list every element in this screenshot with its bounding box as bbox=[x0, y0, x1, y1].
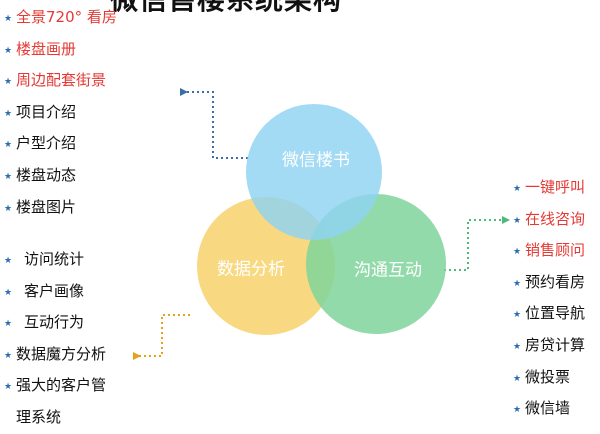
list-item-label: 位置导航 bbox=[525, 304, 586, 323]
list-item-label: 周边配套街景 bbox=[16, 71, 107, 90]
list-item-label: 预约看房 bbox=[525, 272, 586, 291]
list-item-label: 微投票 bbox=[525, 367, 571, 386]
circle-label-analysis: 数据分析 bbox=[217, 259, 285, 280]
star-bullet-icon: ★ bbox=[513, 215, 522, 226]
feature-list-wechat-brochure: ★全景720° 看房 ★楼盘画册 ★周边配套街景 ★项目介绍 ★户型介绍 ★楼盘… bbox=[4, 2, 117, 223]
list-item: ★数据魔方分析 bbox=[4, 339, 106, 371]
list-item: ★位置导航 bbox=[513, 298, 585, 330]
list-item-label: 楼盘动态 bbox=[16, 165, 77, 184]
list-item: ★楼盘图片 bbox=[4, 192, 117, 224]
list-item: ★周边配套街景 bbox=[4, 65, 117, 97]
list-item: 理系统 bbox=[4, 402, 106, 434]
list-item-label: 理系统 bbox=[16, 407, 62, 426]
star-bullet-icon: ★ bbox=[4, 287, 13, 298]
star-bullet-icon: ★ bbox=[513, 341, 522, 352]
list-item-label: 数据魔方分析 bbox=[16, 344, 107, 363]
list-item: ★全景720° 看房 bbox=[4, 2, 117, 34]
list-item: ★房贷计算 bbox=[513, 330, 585, 362]
list-item-label: 微信墙 bbox=[525, 399, 571, 418]
list-item: ★户型介绍 bbox=[4, 128, 117, 160]
connector-analysis bbox=[133, 314, 190, 360]
star-bullet-icon: ★ bbox=[4, 203, 13, 214]
connector-brochure bbox=[180, 88, 248, 159]
circle-wechat-brochure bbox=[246, 104, 382, 240]
star-bullet-icon: ★ bbox=[4, 140, 13, 151]
list-item-label: 强大的客户管 bbox=[16, 376, 107, 395]
star-bullet-icon: ★ bbox=[4, 350, 13, 361]
list-item: ★在线咨询 bbox=[513, 204, 585, 236]
list-item-label: 楼盘图片 bbox=[16, 197, 77, 216]
star-bullet-icon: ★ bbox=[4, 77, 13, 88]
list-item-label: 全景720° 看房 bbox=[16, 8, 117, 26]
star-bullet-icon: ★ bbox=[513, 310, 522, 321]
list-item-label: 客户画像 bbox=[24, 281, 85, 300]
list-item: ★强大的客户管 bbox=[4, 370, 106, 402]
venn-diagram bbox=[133, 88, 510, 360]
feature-list-data-analysis: ★访问统计 ★客户画像 ★互动行为 ★数据魔方分析 ★强大的客户管 理系统 bbox=[4, 244, 106, 434]
star-bullet-icon: ★ bbox=[513, 247, 522, 258]
list-item: ★预约看房 bbox=[513, 267, 585, 299]
list-item-label: 一键呼叫 bbox=[525, 178, 586, 196]
list-item-label: 楼盘画册 bbox=[16, 39, 77, 58]
list-item-label: 在线咨询 bbox=[525, 209, 586, 228]
star-bullet-icon: ★ bbox=[4, 319, 13, 330]
star-bullet-icon: ★ bbox=[513, 373, 522, 384]
star-bullet-icon: ★ bbox=[4, 382, 13, 393]
list-item-label: 房贷计算 bbox=[525, 335, 586, 354]
connector-communication bbox=[444, 216, 510, 271]
list-item: ★微投票 bbox=[513, 362, 585, 394]
list-item-label: 户型介绍 bbox=[16, 134, 77, 153]
list-item: ★项目介绍 bbox=[4, 97, 117, 129]
list-item: ★ 访问统计 bbox=[4, 244, 106, 276]
star-bullet-icon: ★ bbox=[513, 405, 522, 416]
star-bullet-icon: ★ bbox=[513, 184, 522, 194]
list-item: ★销售顾问 bbox=[513, 235, 585, 267]
list-item-label: 项目介绍 bbox=[16, 102, 77, 121]
star-bullet-icon: ★ bbox=[4, 14, 13, 24]
list-item: ★楼盘动态 bbox=[4, 160, 117, 192]
feature-list-communication: ★一键呼叫 ★在线咨询 ★销售顾问 ★预约看房 ★位置导航 ★房贷计算 ★微投票… bbox=[513, 172, 585, 425]
list-item-label: 销售顾问 bbox=[525, 241, 586, 260]
list-item-label: 访问统计 bbox=[24, 250, 85, 268]
star-bullet-icon: ★ bbox=[4, 256, 13, 266]
circle-label-communication: 沟通互动 bbox=[354, 260, 422, 281]
star-bullet-icon: ★ bbox=[4, 45, 13, 56]
list-item-label: 互动行为 bbox=[24, 313, 85, 332]
list-item: ★一键呼叫 bbox=[513, 172, 585, 204]
list-item: ★ 客户画像 bbox=[4, 276, 106, 308]
star-bullet-icon: ★ bbox=[4, 108, 13, 119]
list-item: ★楼盘画册 bbox=[4, 34, 117, 66]
list-item: ★ 互动行为 bbox=[4, 307, 106, 339]
star-bullet-icon: ★ bbox=[4, 171, 13, 182]
circle-label-brochure: 微信楼书 bbox=[282, 150, 350, 171]
list-item: ★微信墙 bbox=[513, 393, 585, 425]
star-bullet-icon: ★ bbox=[513, 278, 522, 289]
page-title: 微信售楼系统架构 bbox=[110, 0, 530, 12]
